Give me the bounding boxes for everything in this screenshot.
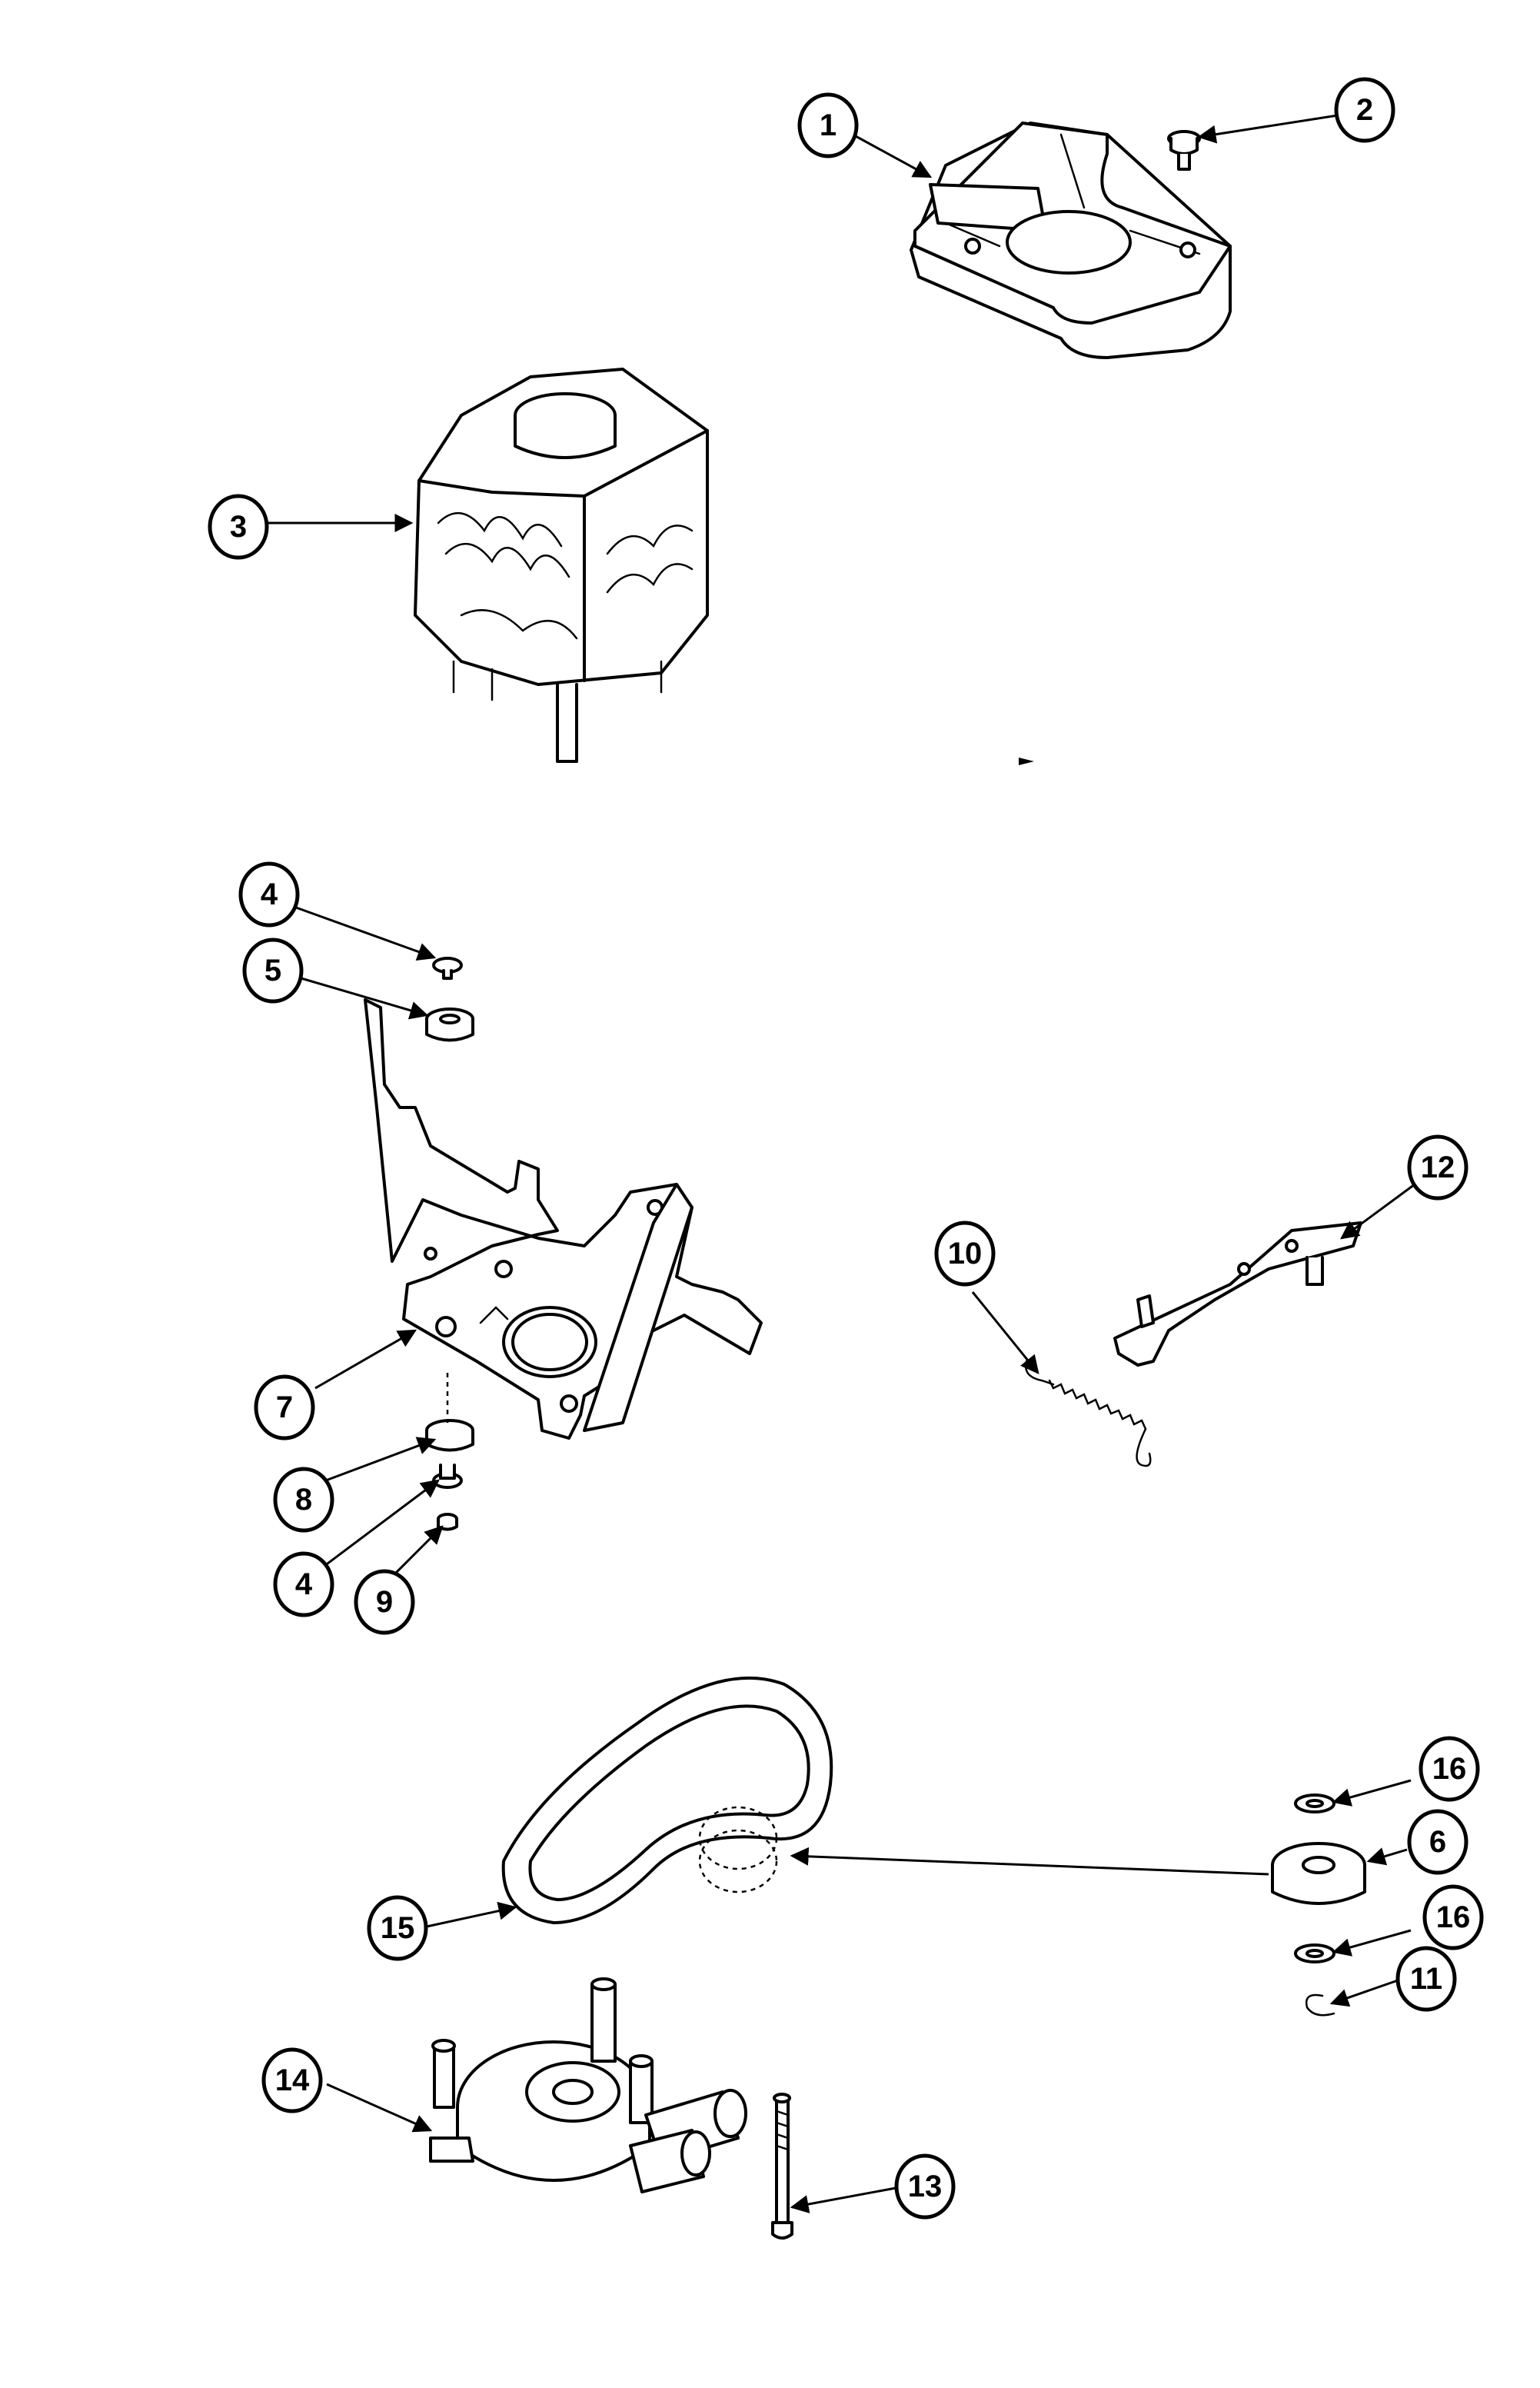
belt-pulley-ghost xyxy=(698,1806,778,1893)
part-7-motor-bracket xyxy=(364,998,763,1440)
stray-arrow-mark xyxy=(1019,758,1034,765)
callout-16-upper: 16 xyxy=(1419,1736,1480,1802)
callout-label: 5 xyxy=(264,954,281,988)
callout-9: 9 xyxy=(354,1569,415,1635)
callout-10: 10 xyxy=(934,1221,996,1287)
callout-label: 8 xyxy=(295,1483,312,1517)
callout-15: 15 xyxy=(367,1895,428,1961)
callout-11: 11 xyxy=(1395,1946,1457,2012)
callout-label: 6 xyxy=(1429,1825,1446,1859)
part-11-clip xyxy=(1305,1993,1335,2017)
callout-label: 4 xyxy=(295,1567,313,1601)
callout-label: 10 xyxy=(948,1237,983,1271)
callout-label: 15 xyxy=(381,1911,415,1945)
part-5-grommet xyxy=(425,1007,474,1042)
callout-12: 12 xyxy=(1407,1134,1468,1201)
part-16-upper-washer xyxy=(1294,1793,1335,1813)
callout-2: 2 xyxy=(1334,77,1395,143)
part-13-bolt xyxy=(771,2093,793,2240)
part-1-motor-cover xyxy=(910,122,1232,359)
part-12-lever xyxy=(1113,1221,1362,1367)
callout-8: 8 xyxy=(273,1467,334,1533)
part-6-idler-pulley xyxy=(1271,1842,1366,1905)
callout-label: 12 xyxy=(1421,1151,1455,1184)
callout-4-lower: 4 xyxy=(273,1551,334,1617)
callout-7: 7 xyxy=(254,1374,315,1440)
part-14-pump xyxy=(429,1977,747,2193)
callout-14: 14 xyxy=(261,2047,323,2113)
part-2-screw xyxy=(1167,130,1201,171)
callout-label: 13 xyxy=(908,2170,943,2203)
callout-label: 9 xyxy=(376,1585,393,1619)
callout-label: 14 xyxy=(275,2063,310,2097)
part-15-belt xyxy=(501,1676,833,1924)
callout-3: 3 xyxy=(208,494,269,560)
callout-label: 4 xyxy=(261,878,278,911)
callout-6: 6 xyxy=(1407,1809,1468,1875)
part-10-spring xyxy=(1024,1360,1152,1467)
callout-label: 3 xyxy=(230,510,247,544)
callout-label: 16 xyxy=(1436,1900,1471,1934)
callout-label: 1 xyxy=(820,108,837,142)
callout-1: 1 xyxy=(797,92,859,158)
part-3-motor xyxy=(414,368,709,763)
callout-4-upper: 4 xyxy=(238,861,300,928)
callout-label: 11 xyxy=(1410,1962,1442,1996)
part-16-lower-washer xyxy=(1294,1943,1335,1963)
callout-label: 7 xyxy=(276,1391,293,1424)
callout-label: 2 xyxy=(1356,93,1373,127)
callout-13: 13 xyxy=(894,2153,956,2220)
part-8-grommet xyxy=(425,1419,474,1452)
callout-label: 16 xyxy=(1432,1752,1467,1786)
callout-5: 5 xyxy=(242,938,304,1004)
part-4-upper-washer xyxy=(432,957,463,980)
part-4-lower-washer xyxy=(432,1464,463,1489)
callout-16-lower: 16 xyxy=(1422,1884,1484,1950)
